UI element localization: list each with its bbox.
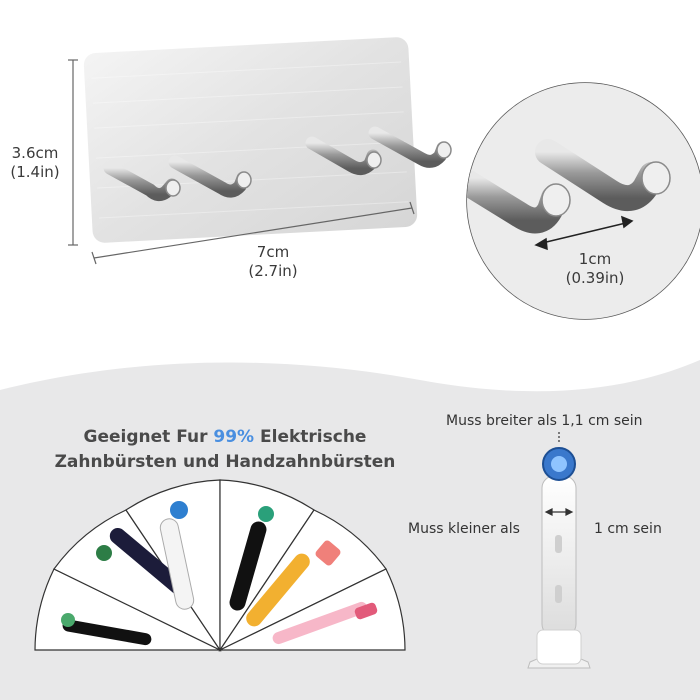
smaller-than-note: Muss kleiner als [408,521,520,537]
heading-line-2: Zahnbürsten und Handzahnbürsten [54,452,396,472]
electric-toothbrush-icon [61,613,152,646]
hook-gap-cm: 1cm [578,250,612,268]
height-cm: 3.6cm [11,144,59,162]
heading-highlight: 99% [213,427,255,447]
heading-line-1: Geeignet Fur 99% Elektrische [40,425,410,450]
width-arrow [544,432,574,516]
electric-toothbrush-icon [159,501,195,610]
height-label: 3.6cm (1.4in) [2,144,68,182]
toothbrush-head-icon [527,447,591,669]
heading-prefix: Geeignet Fur [83,427,214,447]
width-in: (2.7in) [248,262,298,280]
manual-toothbrush-icon [272,601,378,645]
width-label: 7cm (2.7in) [228,243,318,281]
heading-suffix: Elektrische [254,427,367,447]
hook-gap-in: (0.39in) [565,269,625,287]
manual-toothbrush-icon [246,540,341,627]
adhesive-hook-rack-icon [83,37,452,243]
dimension-lines [68,59,415,265]
hook-gap-label: 1cm (0.39in) [555,250,635,288]
electric-toothbrush-icon [96,528,191,598]
compatibility-heading: Geeignet Fur 99% Elektrische Zahnbürsten… [40,425,410,475]
wider-than-note: Muss breiter als 1,1 cm sein [446,413,643,429]
width-cm: 7cm [256,243,290,261]
height-in: (1.4in) [10,163,60,181]
electric-toothbrush-icon [229,506,274,611]
magnifier-circle-icon [466,82,700,320]
one-cm-note: 1 cm sein [594,521,662,537]
